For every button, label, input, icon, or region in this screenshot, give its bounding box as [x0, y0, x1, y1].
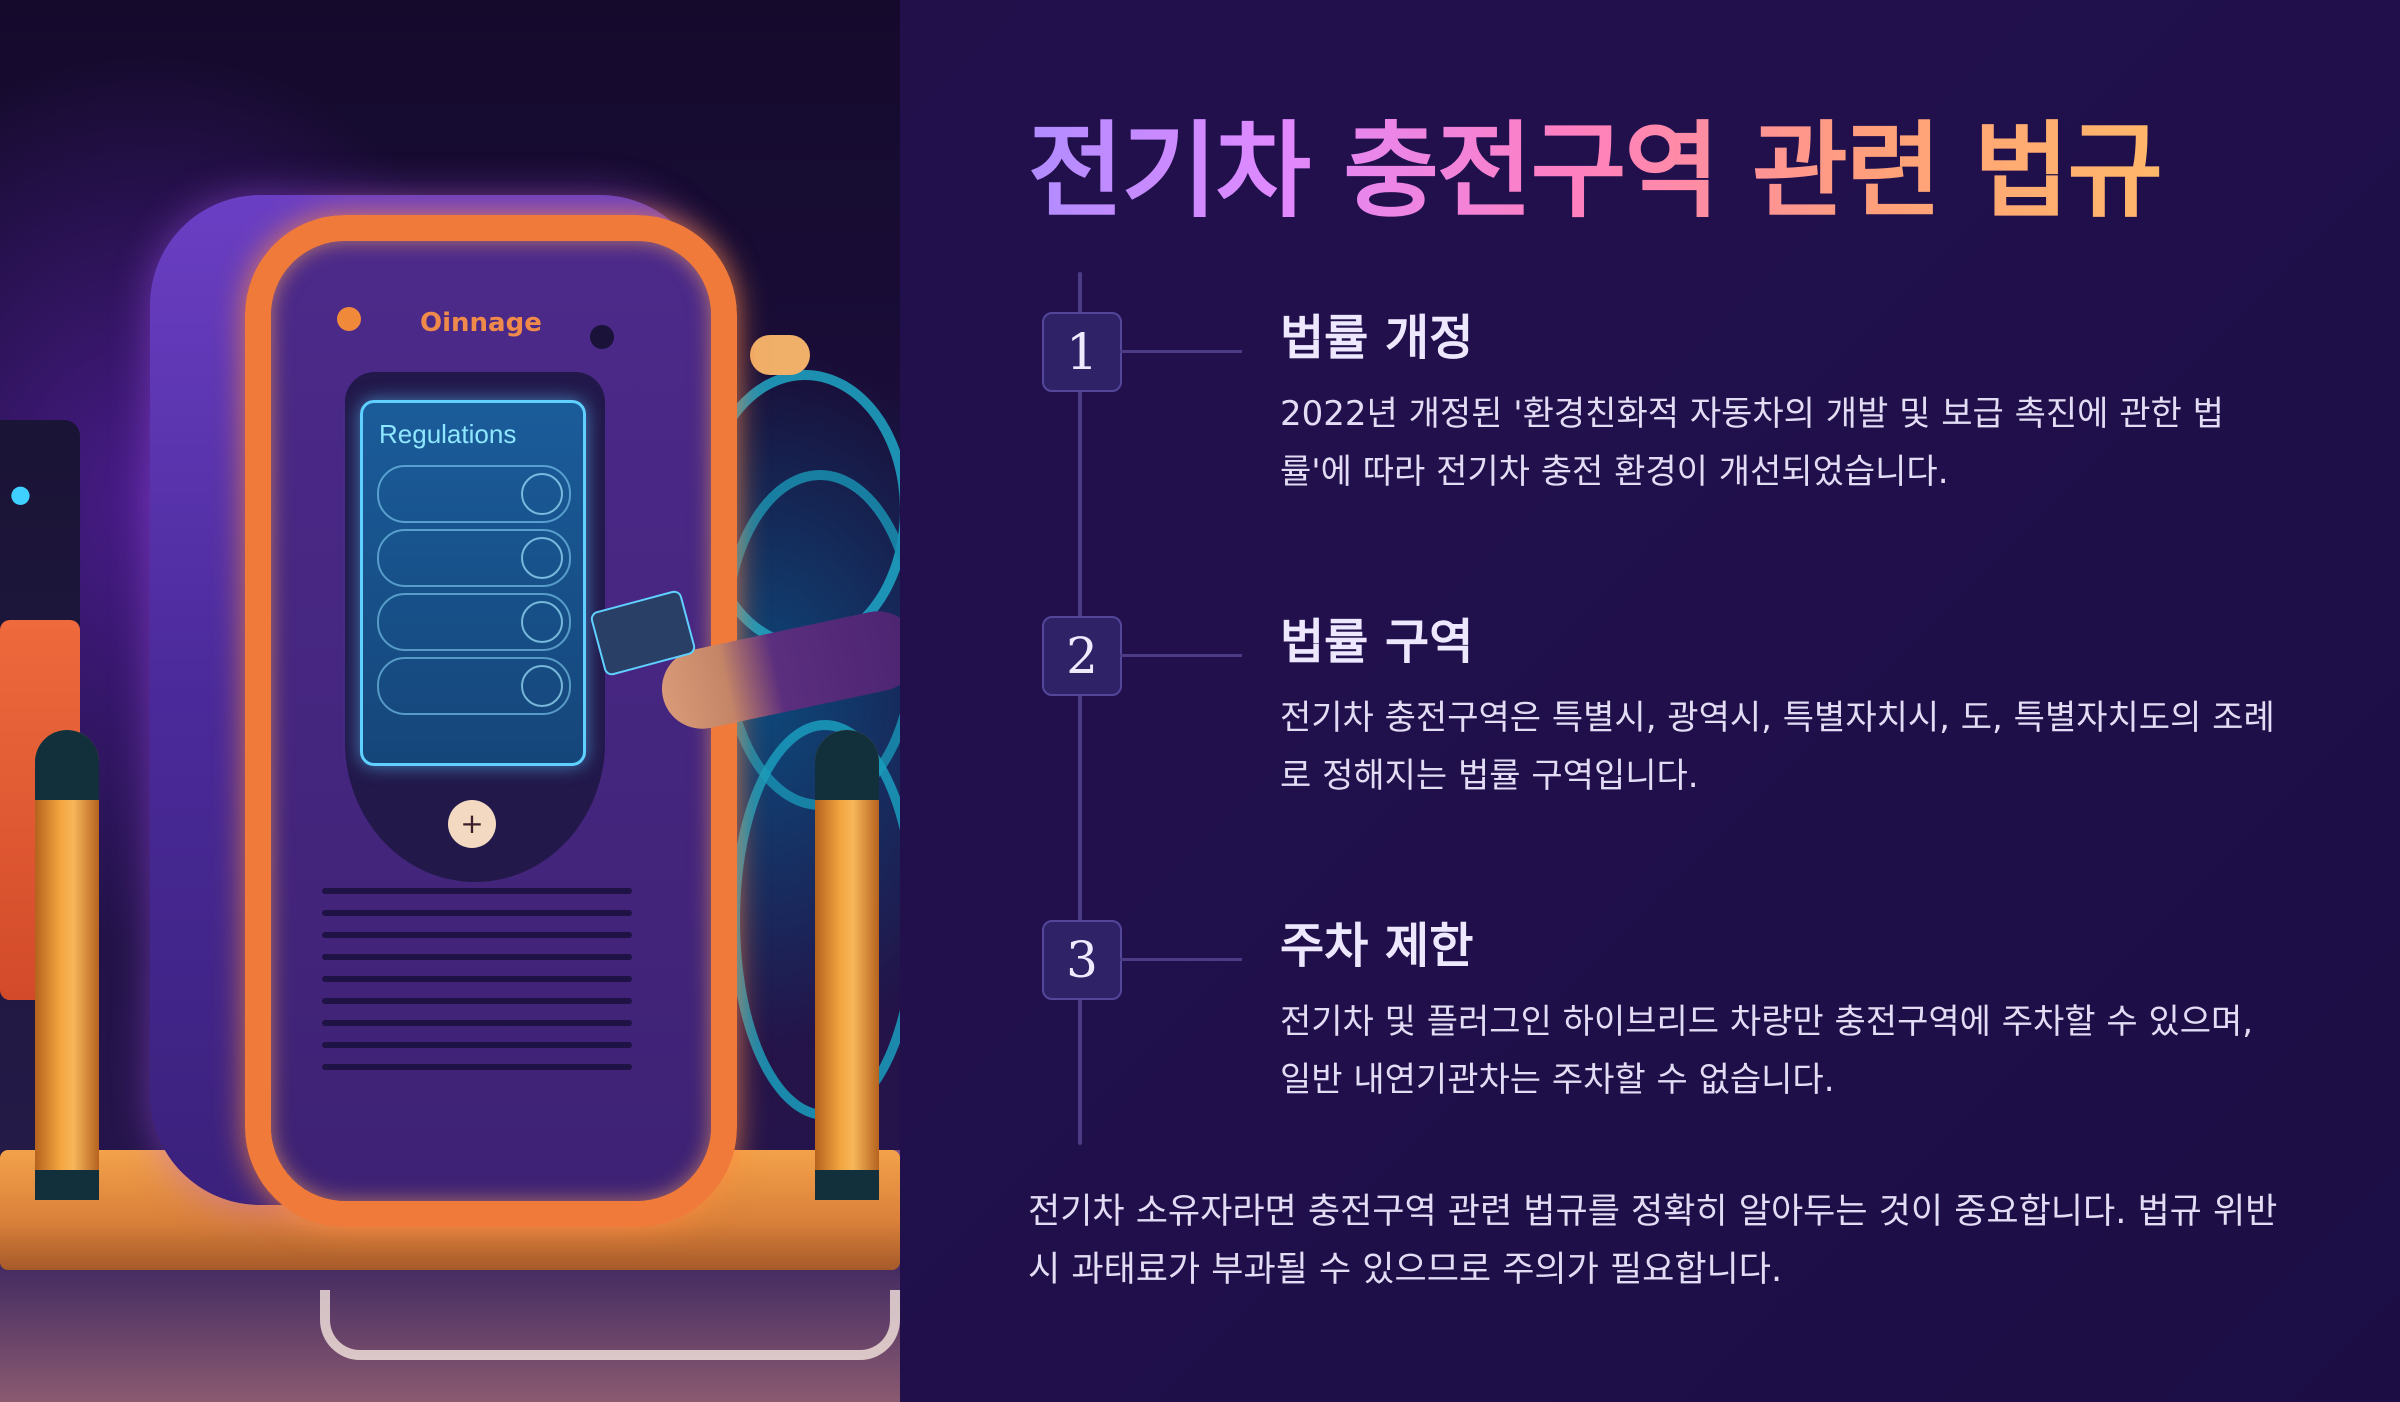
vent-slot [322, 888, 632, 894]
vent-slot [322, 998, 632, 1004]
item-body: 전기차 및 플러그인 하이브리드 차량만 충전구역에 주차할 수 있으며, 일반… [1280, 1002, 2254, 1100]
vent-slot [322, 932, 632, 938]
vent-slot [322, 954, 632, 960]
vent-slot [322, 910, 632, 916]
item-body: 2022년 개정된 '환경친화적 자동차의 개발 및 보급 촉진에 관한 법률'… [1280, 394, 2224, 492]
timeline-connector [1120, 958, 1242, 961]
charger-screen: Regulations [360, 400, 586, 766]
slide-title: 전기차 충전구역 관련 법규 [1028, 86, 2163, 237]
item-heading: 주차 제한 [1280, 918, 1474, 974]
vent-slot [322, 1064, 632, 1070]
step-badge-2: 2 [1042, 616, 1122, 696]
item-heading: 법률 개정 [1280, 310, 1474, 366]
status-led-icon: ● [10, 480, 31, 508]
timeline-connector [1120, 350, 1242, 353]
item-heading: 법률 구역 [1280, 614, 1474, 670]
screen-title: Regulations [379, 419, 517, 449]
step-badge-1: 1 [1042, 312, 1122, 392]
charger-sensor-icon [590, 325, 614, 349]
screen-row [377, 465, 571, 523]
charger-logo: Oinnage [420, 308, 542, 338]
parking-line [320, 1290, 900, 1360]
step-badge-3: 3 [1042, 920, 1122, 1000]
screen-row [377, 593, 571, 651]
plug-icon: + [448, 800, 496, 848]
screen-row [377, 657, 571, 715]
charger-light-icon [337, 307, 361, 331]
timeline-line [1078, 272, 1082, 1145]
bollard [815, 730, 879, 1200]
footer-note: 전기차 소유자라면 충전구역 관련 법규를 정확히 알아두는 것이 중요합니다.… [1028, 1192, 2278, 1290]
item-body: 전기차 충전구역은 특별시, 광역시, 특별자치시, 도, 특별자치도의 조례로… [1280, 698, 2275, 796]
vent-slot [322, 1042, 632, 1048]
screen-row [377, 529, 571, 587]
vent-slot [322, 976, 632, 982]
cable-hook [750, 335, 810, 375]
bollard [35, 730, 99, 1200]
timeline-connector [1120, 654, 1242, 657]
ev-charger-illustration: ● Oinnage Regulations + [0, 0, 900, 1402]
vent-slot [322, 1020, 632, 1026]
